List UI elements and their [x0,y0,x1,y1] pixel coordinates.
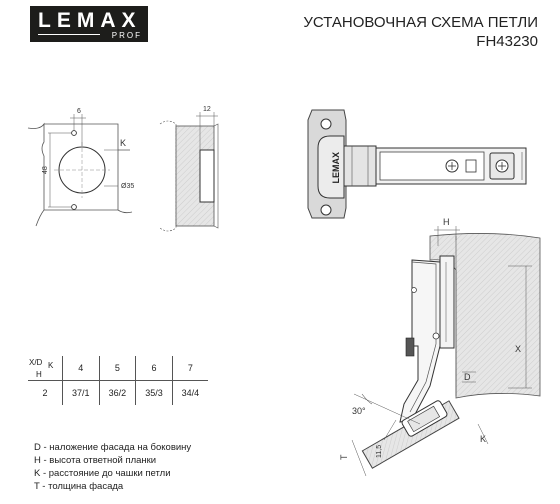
dim-48-label: 48 [42,166,49,174]
table-corner-cell: X/D K H [28,356,63,381]
dim-6-label: 6 [77,108,81,115]
hinge-top-view: LEMAX [307,109,527,219]
d-label: D [464,372,471,382]
drill-pattern-diagram: 6 48 K Ø35 [27,108,134,227]
diameter-label: Ø35 [121,183,134,190]
side-section-diagram: 12 [159,106,219,232]
corner-h: H [36,370,42,379]
k-value-cell: 6 [135,356,173,381]
k-value-cell: 7 [171,356,208,381]
hinge-logo: LEMAX [331,152,341,184]
logo-text: LEMAX [38,9,142,32]
legend-item: T - толщина фасада [34,481,124,492]
product-code: FH43230 [476,33,538,50]
legend: D - наложение фасада на боковину H - выс… [34,441,191,493]
table-cell: 36/2 [98,380,136,405]
k-value-cell: 4 [62,356,100,381]
table-cell: 35/3 [135,380,173,405]
h-label: H [443,217,450,227]
dim-11-5-label: 11,5 [376,445,383,458]
installation-side-view: H X D 30° 11,5 T [339,217,541,477]
table-header-row: X/D K H 4 5 6 7 [28,356,208,381]
legend-item: H - высота ответной планки [34,455,157,466]
title-line: УСТАНОВОЧНАЯ СХЕМА ПЕТЛИ [303,14,538,31]
x-label: X [515,344,521,354]
k-label: K [120,138,126,148]
parameters-table: X/D K H 4 5 6 7 2 37/1 36/2 35/3 34/4 [28,356,208,405]
table-row: 2 37/1 36/2 35/3 34/4 [28,380,208,405]
dim-12-label: 12 [203,106,211,113]
page-title: УСТАНОВОЧНАЯ СХЕМА ПЕТЛИ FH43230 [303,13,538,51]
h-value-cell: 2 [42,388,48,398]
angle-label: 30° [352,406,366,416]
corner-xd: X/D [29,358,43,367]
corner-k: K [48,361,54,370]
legend-item: D - наложение фасада на боковину [34,442,192,453]
logo-subtext: PROF [111,31,142,40]
legend-item: K - расстояние до чашки петли [34,468,171,479]
logo-rule [38,34,100,35]
table-cell: 34/4 [171,380,208,405]
table-cell: 37/1 [62,380,100,405]
install-k-label: K [480,434,486,444]
k-value-cell: 5 [98,356,136,381]
brand-logo: LEMAX PROF [30,6,148,42]
t-label: T [339,454,349,460]
